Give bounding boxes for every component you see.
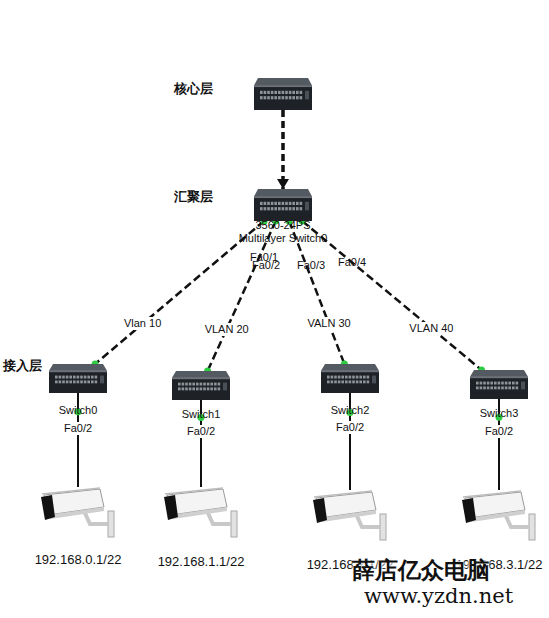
device-label: 3560-24PS Multilayer Switch0 <box>234 219 332 244</box>
vlan-label: VLAN 20 <box>204 323 250 336</box>
device-label: Switch3 <box>480 407 519 420</box>
switch-node: Switch3 <box>470 370 528 399</box>
switch-icon <box>470 370 528 399</box>
ip-label: 192.168.0.1/22 <box>35 553 122 568</box>
device-label: Switch2 <box>331 404 370 417</box>
layer-label: 汇聚层 <box>174 190 213 205</box>
device-label: Switch1 <box>182 408 221 421</box>
device-label: Switch0 <box>59 404 98 417</box>
switch-icon <box>254 78 312 110</box>
camera-node: 192.168.2.1/22 <box>310 490 390 548</box>
port-label: Fa0/2 <box>186 425 216 438</box>
camera-icon <box>310 490 390 548</box>
watermark: www.yzdn.net <box>364 584 513 608</box>
layer-label: 接入层 <box>3 357 42 375</box>
ip-label: 192.168.1.1/22 <box>158 555 245 570</box>
switch-node: Switch0 <box>49 364 107 393</box>
port-label: Fa0/2 <box>252 259 280 271</box>
camera-node: 192.168.3.1/22 <box>459 490 539 548</box>
vlan-label: VLAN 40 <box>408 322 454 335</box>
switch-icon <box>172 371 230 400</box>
port-label: Fa0/3 <box>297 259 325 271</box>
port-label: Fa0/4 <box>338 256 366 268</box>
port-label: Fa0/2 <box>63 422 93 435</box>
switch-node: 核心层 <box>254 78 312 110</box>
layer-label: 核心层 <box>174 82 213 97</box>
vlan-label: Vlan 10 <box>123 317 162 330</box>
switch-node: 汇聚层3560-24PS Multilayer Switch0 <box>254 189 312 221</box>
camera-node: 192.168.0.1/22 <box>38 487 118 545</box>
switch-icon <box>321 364 379 393</box>
switch-icon <box>49 364 107 393</box>
watermark: 薛店亿众电脑 <box>352 555 490 586</box>
camera-icon <box>38 487 118 545</box>
camera-node: 192.168.1.1/22 <box>161 487 241 545</box>
switch-node: Switch2 <box>321 364 379 393</box>
vlan-link <box>302 221 481 370</box>
uplink-line <box>281 110 285 189</box>
port-label: Fa0/2 <box>484 425 514 438</box>
vlan-label: VALN 30 <box>306 317 351 330</box>
port-label: Fa0/2 <box>335 421 365 434</box>
switch-node: Switch1 <box>172 371 230 400</box>
camera-icon <box>161 487 241 545</box>
switch-icon <box>254 189 312 221</box>
camera-icon <box>459 490 539 548</box>
